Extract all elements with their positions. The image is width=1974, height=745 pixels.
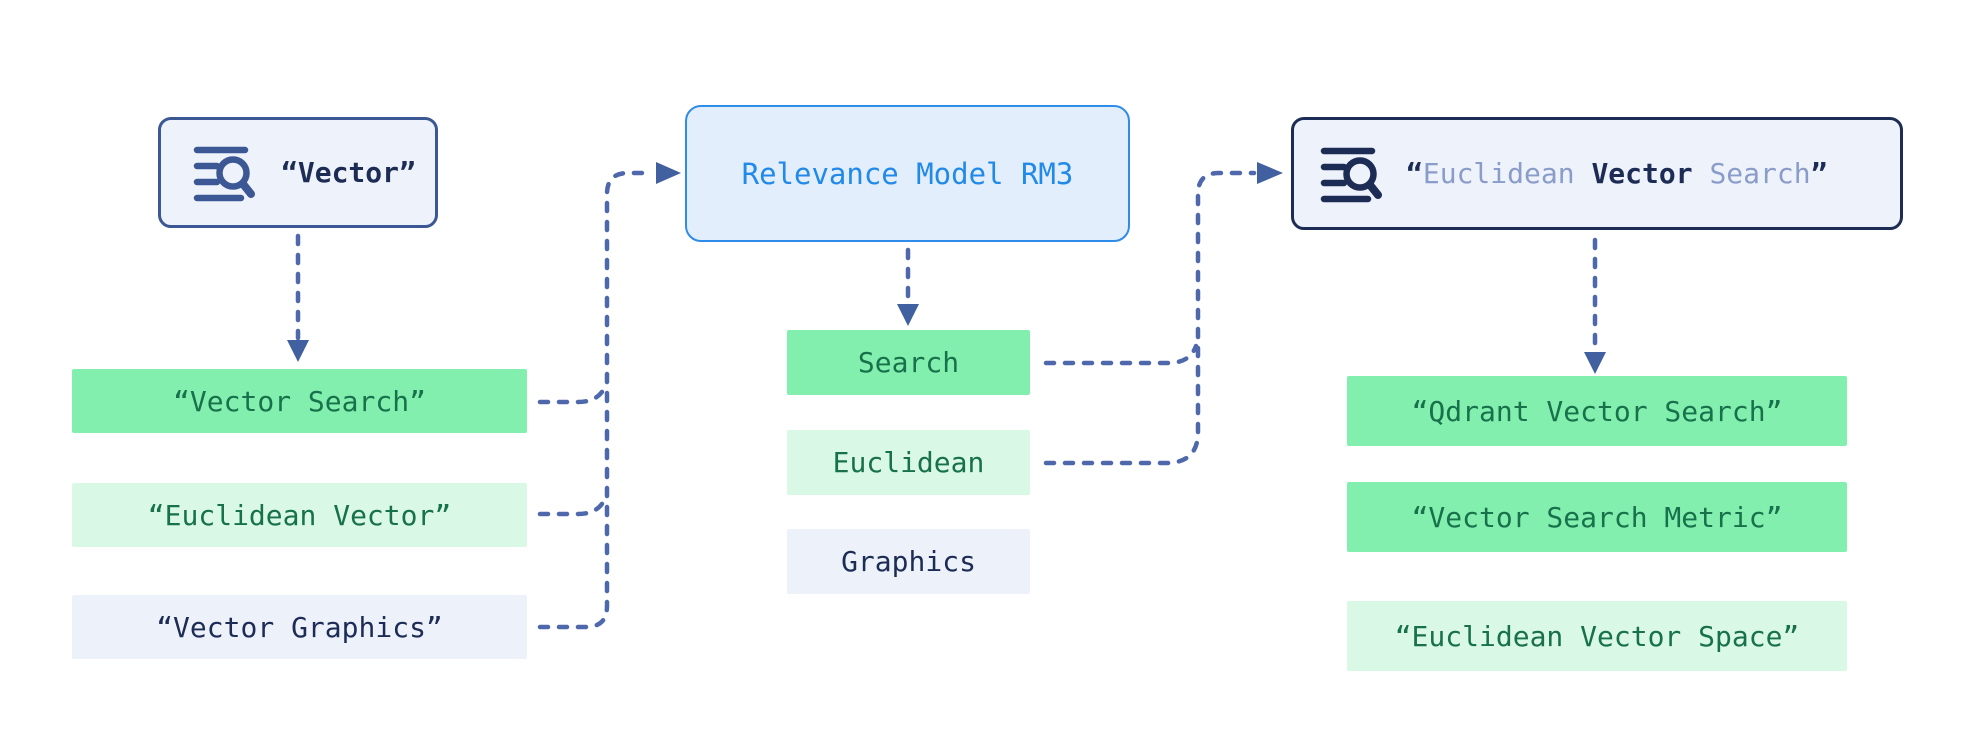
original-query-text: “Vector” xyxy=(281,156,416,189)
term-graphics: Graphics xyxy=(787,529,1030,594)
arrowhead-into-right-query xyxy=(1257,162,1283,184)
term-euclidean: Euclidean xyxy=(787,430,1030,495)
relevance-model-box: Relevance Model RM3 xyxy=(685,105,1130,242)
expanded-term-euclidean: Euclidean xyxy=(1422,157,1592,190)
result-euclidean-vector-space: “Euclidean Vector Space” xyxy=(1347,601,1847,671)
arrowhead-model-down xyxy=(897,304,919,326)
result-vector-graphics: “Vector Graphics” xyxy=(72,595,527,659)
connector-branch-euclidean-vector xyxy=(537,493,609,517)
result-label: “Qdrant Vector Search” xyxy=(1411,394,1783,428)
term-search: Search xyxy=(787,330,1030,395)
connector-terms-to-right-query xyxy=(1043,170,1257,466)
result-label: “Vector Graphics” xyxy=(156,610,443,644)
term-label: Graphics xyxy=(841,545,976,578)
result-vector-search: “Vector Search” xyxy=(72,369,527,433)
result-label: “Euclidean Vector” xyxy=(147,498,452,532)
expanded-term-search: Search xyxy=(1692,157,1811,190)
result-label: “Vector Search” xyxy=(173,384,426,418)
arrowhead-into-model xyxy=(656,162,681,184)
expanded-query-text: “Euclidean Vector Search” xyxy=(1406,157,1827,190)
result-label: “Euclidean Vector Space” xyxy=(1394,619,1800,653)
term-label: Search xyxy=(857,346,960,379)
connector-branch-search-term xyxy=(1043,343,1199,366)
expanded-term-vector: Vector xyxy=(1591,157,1693,190)
result-label: “Vector Search Metric” xyxy=(1411,500,1783,534)
close-quote: ” xyxy=(1810,157,1828,190)
arrowhead-right-query-down xyxy=(1584,352,1606,374)
original-query-box: “Vector” xyxy=(158,117,438,228)
search-list-icon xyxy=(193,146,255,201)
result-euclidean-vector: “Euclidean Vector” xyxy=(72,483,527,547)
connector-branch-vector-search xyxy=(537,381,609,405)
relevance-model-label: Relevance Model RM3 xyxy=(741,156,1074,191)
expanded-query-box: “Euclidean Vector Search” xyxy=(1291,117,1903,230)
result-vector-search-metric: “Vector Search Metric” xyxy=(1347,482,1847,552)
search-list-icon xyxy=(1320,147,1382,202)
term-label: Euclidean xyxy=(832,446,985,479)
open-quote: “ xyxy=(1406,157,1423,190)
result-qdrant-vector-search: “Qdrant Vector Search” xyxy=(1347,376,1847,446)
arrowhead-left-query-down xyxy=(287,340,309,362)
connector-left-results-to-model xyxy=(537,170,655,630)
